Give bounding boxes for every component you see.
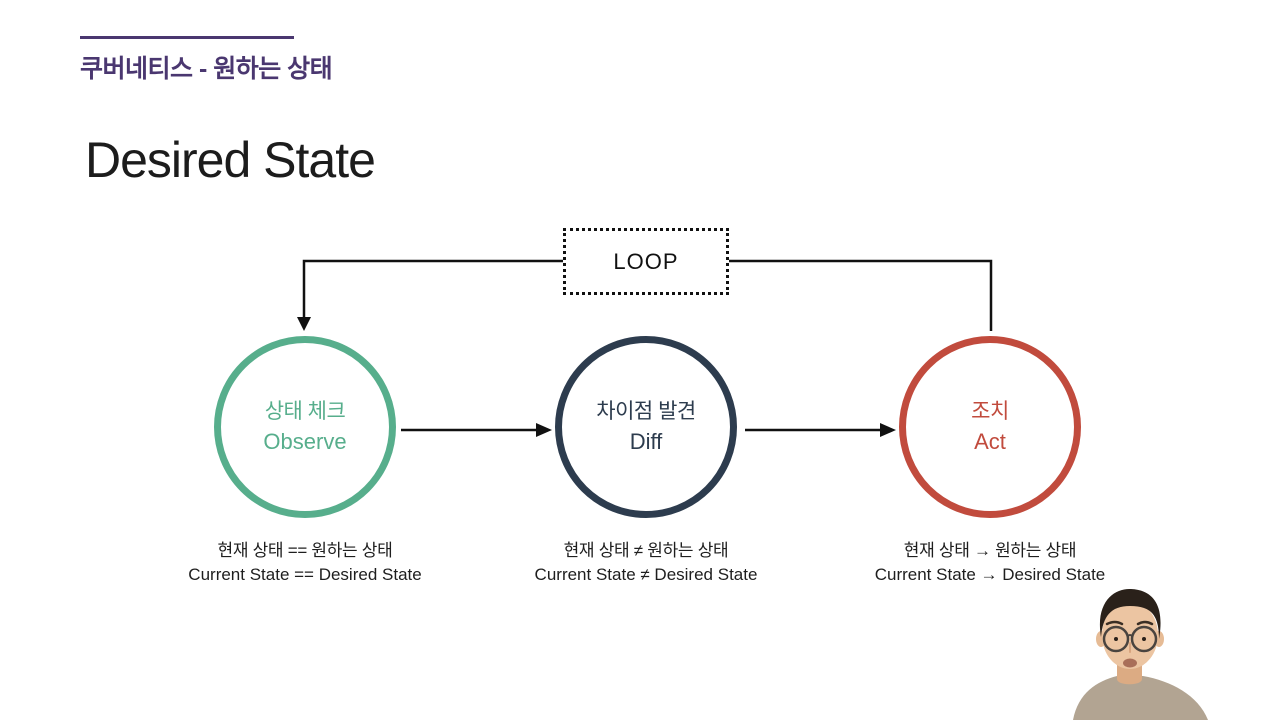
act-caption-ko: 현재 상태 → 원하는 상태 bbox=[903, 541, 1077, 560]
act-label-en: Act bbox=[974, 429, 1006, 454]
presenter-eyebrow bbox=[1105, 620, 1124, 626]
node-diff-circle: 차이점 발견 Diff bbox=[555, 336, 737, 518]
loop-to-observe-line bbox=[302, 259, 563, 318]
presenter-glasses-bridge bbox=[1127, 634, 1133, 637]
presenter-glasses bbox=[1130, 625, 1158, 653]
webcam-overlay bbox=[1055, 583, 1280, 720]
presenter-eye bbox=[1142, 637, 1146, 641]
observe-caption-ko: 현재 상태 == 원하는 상태 bbox=[217, 541, 393, 560]
loop-label: LOOP bbox=[613, 248, 679, 274]
observe-label-ko: 상태 체크 bbox=[264, 400, 346, 423]
act-caption: 현재 상태 → 원하는 상태 Current State → Desired S… bbox=[810, 539, 1170, 587]
diff-caption-en: Current State ≠ Desired State bbox=[534, 565, 758, 584]
presenter-eyebrow bbox=[1136, 620, 1154, 626]
observe-label-en: Observe bbox=[263, 429, 347, 454]
act-label-ko: 조치 bbox=[971, 400, 1009, 423]
observe-caption-en: Current State == Desired State bbox=[188, 565, 422, 584]
slide-subtitle: 쿠버네티스 - 원하는 상태 bbox=[80, 55, 333, 83]
presenter-mouth bbox=[1123, 658, 1137, 668]
presenter-icon bbox=[1073, 588, 1208, 720]
presenter-hair bbox=[1099, 588, 1161, 639]
loop-to-observe-arrowhead bbox=[297, 317, 311, 331]
observe-caption: 현재 상태 == 원하는 상태 Current State == Desired… bbox=[125, 539, 485, 587]
presenter-eye bbox=[1114, 637, 1118, 641]
diff-caption: 현재 상태 ≠ 원하는 상태 Current State ≠ Desired S… bbox=[466, 539, 826, 587]
diff-label-en: Diff bbox=[629, 429, 663, 454]
diff-label-ko: 차이점 발견 bbox=[596, 400, 696, 423]
act-caption-en: Current State → Desired State bbox=[874, 565, 1106, 584]
presenter-shirt bbox=[1073, 676, 1208, 720]
presenter-glasses bbox=[1102, 625, 1130, 653]
page-title: Desired State bbox=[85, 132, 376, 188]
node-act-circle: 조치 Act bbox=[899, 336, 1081, 518]
node-observe-circle: 상태 체크 Observe bbox=[214, 336, 396, 518]
observe-to-diff-arrowhead bbox=[536, 423, 552, 437]
diff-to-act-arrowhead bbox=[880, 423, 896, 437]
act-to-loop-line bbox=[729, 259, 993, 331]
diff-caption-ko: 현재 상태 ≠ 원하는 상태 bbox=[563, 541, 729, 560]
loop-box: LOOP bbox=[563, 228, 729, 295]
header-accent-rule bbox=[80, 36, 294, 39]
